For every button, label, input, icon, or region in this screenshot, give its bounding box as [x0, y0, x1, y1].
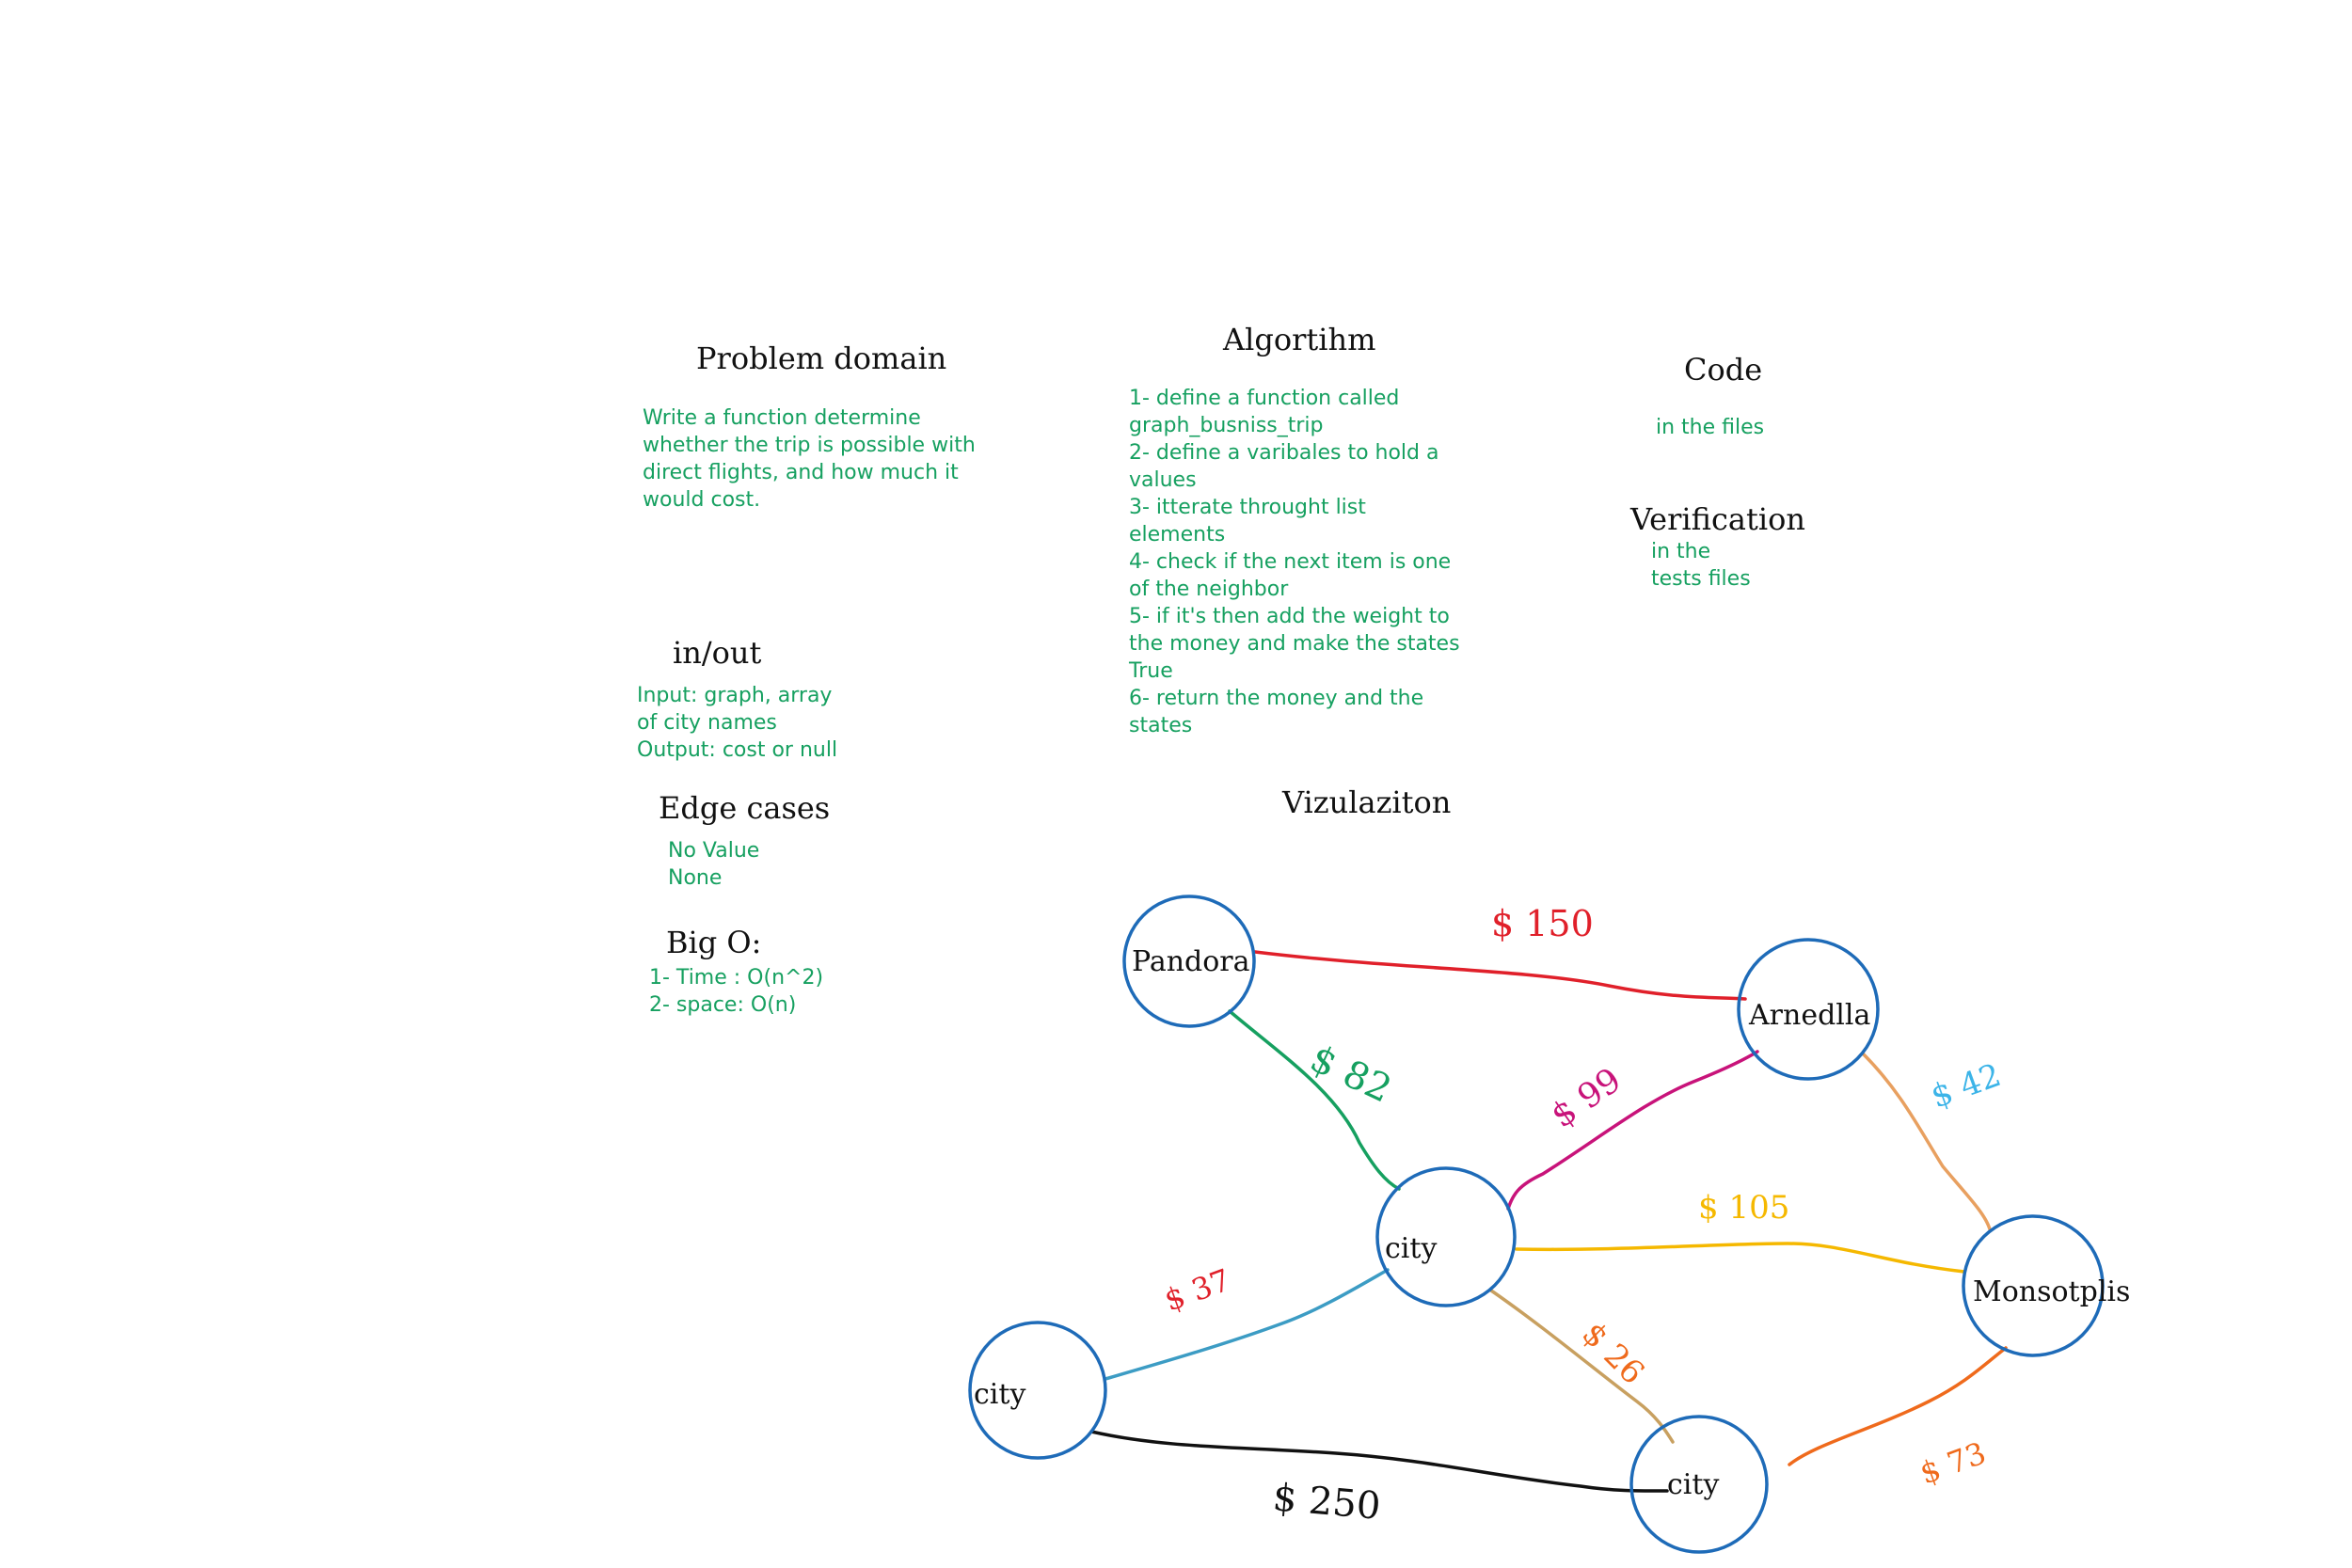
note-line: in the — [1651, 540, 1711, 563]
verification-title: Verification — [1630, 501, 1805, 537]
graph-edge-labels: $ 150$ 82$ 99$ 42$ 105$ 37$ 26$ 73$ 250 — [1160, 903, 2006, 1528]
note-line: No Value — [668, 839, 760, 863]
note-line: graph_busniss_trip — [1129, 414, 1324, 437]
edge-weight-label: $ 37 — [1160, 1261, 1235, 1318]
edge-weight-label: $ 82 — [1304, 1037, 1398, 1111]
edge-weight-label: $ 42 — [1926, 1056, 2006, 1116]
code-text: in the files — [1656, 414, 1764, 441]
note-line: 5- if it's then add the weight to — [1129, 605, 1450, 628]
algorithm-text: 1- define a function called graph_busniss… — [1129, 385, 1460, 739]
note-line: values — [1129, 468, 1197, 492]
problem-domain-title: Problem domain — [696, 341, 947, 376]
node-label-city_left: city — [974, 1378, 1025, 1411]
problem-domain-text: Write a function determine whether the tr… — [643, 404, 976, 514]
node-label-arnedlla: Arnedlla — [1748, 999, 1870, 1032]
note-line: direct flights, and how much it — [643, 461, 959, 484]
edge-cases-title: Edge cases — [659, 790, 831, 826]
code-title: Code — [1684, 352, 1763, 388]
note-line: of the neighbor — [1129, 578, 1289, 601]
note-line: elements — [1129, 523, 1226, 546]
verification-text: in the tests files — [1651, 538, 1751, 593]
big-o-text: 1- Time : O(n^2) 2- space: O(n) — [649, 964, 823, 1019]
node-arnedlla — [1737, 938, 1880, 1081]
edge-city_left-city_center — [1104, 1268, 1390, 1381]
note-line: 2- define a varibales to hold a — [1129, 441, 1439, 465]
note-line: 1- Time : O(n^2) — [649, 966, 824, 990]
big-o-title: Big O: — [666, 925, 762, 960]
graph-edges — [1089, 950, 2008, 1493]
node-label-pandora: Pandora — [1132, 945, 1250, 978]
edge-weight-label: $ 105 — [1698, 1189, 1789, 1227]
note-line: the money and make the states — [1129, 632, 1460, 656]
edge-weight-label: $ 150 — [1491, 903, 1594, 944]
edge-city_center-monsotplis — [1515, 1242, 1966, 1274]
edge-pandora-city_center — [1228, 1009, 1401, 1191]
note-line: Input: graph, array — [637, 684, 833, 707]
node-city_center — [1375, 1166, 1517, 1307]
note-line: whether the trip is possible with — [643, 434, 976, 457]
edge-arnedlla-monsotplis — [1861, 1052, 1992, 1231]
note-line: 1- define a function called — [1129, 387, 1400, 410]
note-line: would cost. — [643, 488, 761, 512]
visualization-title: Vizulaziton — [1282, 784, 1452, 820]
edge-city_center-arnedlla — [1506, 1050, 1759, 1211]
note-line: True — [1129, 659, 1173, 683]
note-line: in the files — [1656, 416, 1765, 439]
note-line: None — [668, 866, 723, 890]
algorithm-title: Algortihm — [1223, 322, 1376, 357]
note-line: states — [1129, 714, 1193, 737]
edge-pandora-arnedlla — [1253, 950, 1747, 1001]
note-line: Output: cost or null — [637, 738, 838, 762]
edge-weight-label: $ 26 — [1575, 1315, 1652, 1392]
note-line: 4- check if the next item is one — [1129, 550, 1452, 574]
note-line: Write a function determine — [643, 406, 921, 430]
note-line: tests files — [1651, 567, 1751, 591]
note-line: of city names — [637, 711, 777, 735]
node-label-city_center: city — [1385, 1232, 1437, 1265]
note-line: 3- itterate throught list — [1129, 496, 1366, 519]
note-line: 6- return the money and the — [1129, 687, 1424, 710]
node-label-city_bottom: city — [1667, 1468, 1719, 1501]
edge-weight-label: $ 73 — [1915, 1434, 1991, 1491]
in-out-title: in/out — [673, 635, 762, 671]
node-city_bottom — [1629, 1415, 1769, 1554]
note-line: 2- space: O(n) — [649, 993, 797, 1017]
node-monsotplis — [1962, 1214, 2105, 1357]
edge-city_bottom-monsotplis — [1788, 1346, 2008, 1466]
edge-weight-label: $ 250 — [1271, 1476, 1382, 1528]
node-label-monsotplis: Monsotplis — [1973, 1275, 2130, 1308]
node-city_left — [968, 1321, 1107, 1460]
edge-city_left-city_bottom — [1089, 1430, 1669, 1493]
node-pandora — [1122, 895, 1256, 1028]
